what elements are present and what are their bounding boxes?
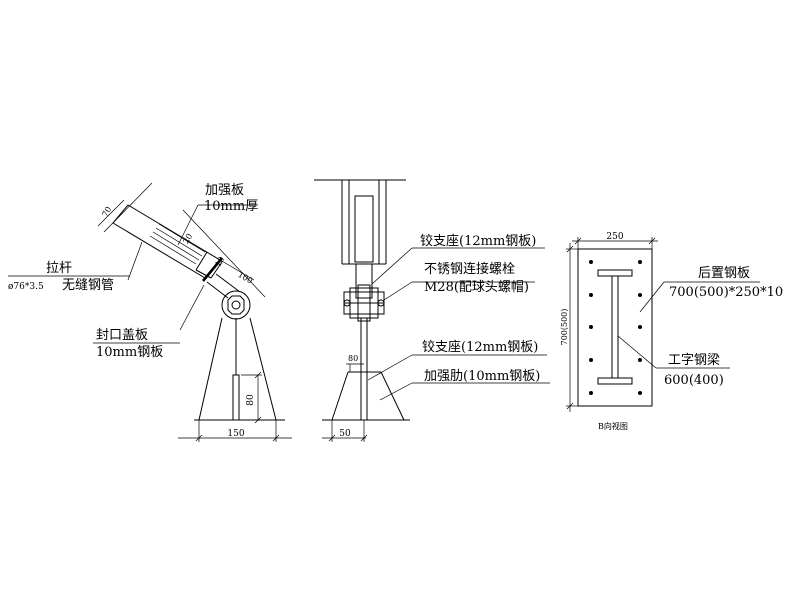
label-cap-plate: 封口盖板	[96, 328, 148, 343]
label-tie-rod-spec: ø76*3.5	[8, 282, 44, 292]
view-title: B向视图	[598, 421, 628, 431]
i-beam-section	[597, 269, 633, 385]
dim-80-left: 80	[241, 371, 262, 424]
hinge-base	[194, 317, 285, 421]
label-stiffener-thickness: 10mm厚	[204, 199, 258, 214]
label-seamless-pipe: 无缝钢管	[62, 278, 114, 293]
label-tie-rod: 拉杆	[46, 261, 72, 276]
dim-20b-text: 10	[213, 255, 226, 268]
tie-rod-pipe	[112, 204, 224, 282]
anchor-bolts	[589, 260, 642, 395]
label-post-plate: 后置钢板	[698, 266, 750, 281]
label-hinge-top: 铰支座(12mm钢板)	[420, 234, 536, 249]
label-cap-plate-thickness: 10mm钢板	[96, 345, 163, 360]
label-stainless-bolt: 不锈钢连接螺栓	[424, 261, 515, 277]
dim-50-text: 50	[339, 429, 351, 439]
label-stiffener: 加强板	[205, 183, 244, 198]
stiffener-hatch	[149, 223, 206, 265]
middle-detail: 80 50 铰支座(12mm钢板) 不锈钢连接螺栓 M28(配球头螺帽) 铰支座…	[314, 179, 550, 442]
dim-80-middle: 80	[346, 354, 364, 372]
dim-250: 250	[572, 232, 658, 249]
dim-70-text: 70	[100, 205, 113, 218]
embedded-plate	[577, 248, 653, 407]
label-post-plate-spec: 700(500)*250*10	[669, 285, 783, 300]
dim-700-text: 700(500)	[560, 309, 569, 346]
dim-80-middle-text: 80	[348, 354, 358, 363]
dim-80-text: 80	[246, 394, 256, 406]
label-i-beam-spec: 600(400)	[664, 373, 724, 388]
hinge-ear	[221, 290, 251, 320]
bolt-assembly	[343, 284, 385, 322]
dim-20a-text: 20	[181, 232, 194, 245]
label-bolt-spec: M28(配球头螺帽)	[424, 279, 529, 295]
left-detail: 80 150 70 20 10 100 加强板	[8, 182, 292, 442]
dim-50: 50	[322, 420, 368, 442]
dim-150-text: 150	[227, 429, 244, 439]
dim-150: 150	[178, 420, 292, 442]
label-hinge-bottom: 铰支座(12mm钢板)	[422, 340, 538, 355]
right-detail: 250 700(500) 后置钢板 700(500)*250*10 工字钢梁 6…	[560, 232, 783, 431]
label-i-beam: 工字钢梁	[668, 353, 720, 368]
dim-700: 700(500)	[560, 243, 578, 412]
dim-250-text: 250	[606, 232, 623, 242]
label-stiffening-rib: 加强肋(10mm钢板)	[424, 369, 540, 384]
dim-100-text: 100	[236, 270, 254, 285]
